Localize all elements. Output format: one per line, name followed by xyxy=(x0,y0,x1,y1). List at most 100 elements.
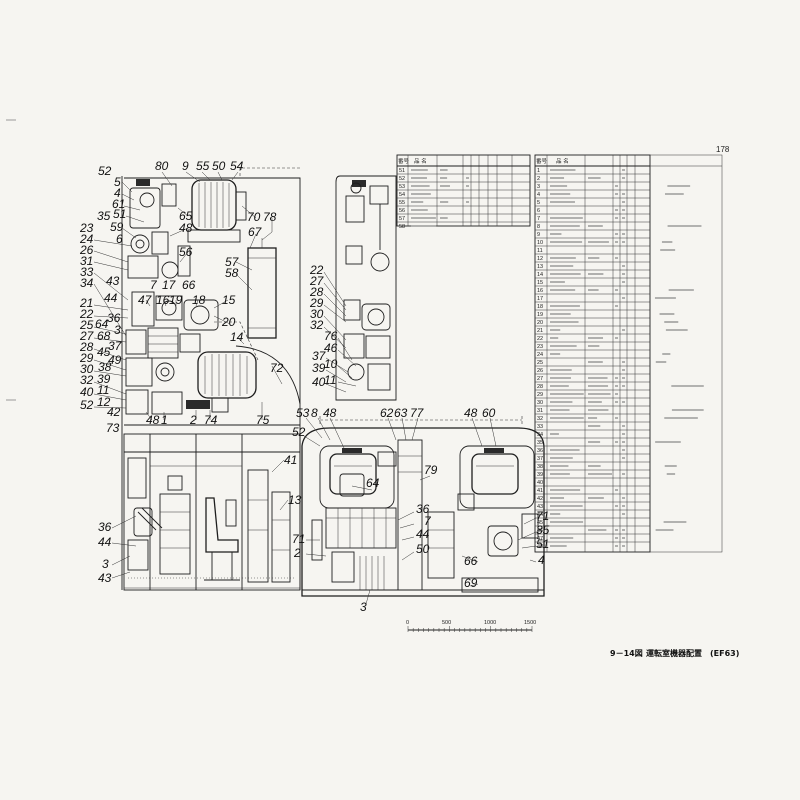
callout-label: 57 xyxy=(225,255,240,269)
callout-label: 78 xyxy=(263,210,277,224)
callout-label: 20 xyxy=(221,315,236,329)
callout-label: 62 xyxy=(380,406,394,420)
table-row-number: 21 xyxy=(537,328,543,334)
callout-label: 48 xyxy=(179,221,193,235)
table-row-number: 43 xyxy=(537,504,543,510)
callout-label: 66 xyxy=(464,554,478,568)
page-number: 178 xyxy=(716,145,730,154)
callout-label: 64 xyxy=(366,476,380,490)
callout-label: 51 xyxy=(536,537,549,551)
table-row-number: 54 xyxy=(399,192,405,198)
callout-label: 41 xyxy=(284,453,297,467)
callout-label: 32 xyxy=(80,373,94,387)
callout-label: 21 xyxy=(79,296,93,310)
table-row-number: 7 xyxy=(537,216,540,222)
callout-label: 44 xyxy=(98,535,112,549)
callout-label: 27 xyxy=(79,329,95,343)
table-row-number: 31 xyxy=(537,408,543,414)
callout-label: 17 xyxy=(162,278,177,292)
table-row-number: 27 xyxy=(537,376,543,382)
callout-label: 79 xyxy=(424,463,438,477)
callout-label: 48 xyxy=(146,413,160,427)
callout-label: 2 xyxy=(293,546,301,560)
callout-label: 44 xyxy=(416,527,430,541)
table-row-number: 22 xyxy=(537,336,543,342)
table-row-number: 5 xyxy=(537,200,540,206)
figure-caption: 9－14図 運転室機器配置 (EF63) xyxy=(610,648,739,658)
callout-label: 36 xyxy=(416,502,430,516)
table-row-number: 35 xyxy=(537,440,543,446)
callout-label: 11 xyxy=(97,383,109,397)
table-right-header-name: 品 名 xyxy=(556,157,569,165)
callout-label: 54 xyxy=(230,159,244,173)
middle-cab-elevation-drawing xyxy=(301,416,545,605)
callout-label: 35 xyxy=(536,523,550,537)
table-row-number: 15 xyxy=(537,280,543,286)
callout-label: 53 xyxy=(296,406,310,420)
callout-label: 48 xyxy=(464,406,478,420)
callout-label: 40 xyxy=(312,375,326,389)
callout-label: 2 xyxy=(189,413,197,427)
callout-label: 9 xyxy=(182,159,189,173)
table-row-number: 40 xyxy=(537,480,543,486)
scale-label-1000: 1000 xyxy=(484,620,496,626)
callout-label: 64 xyxy=(95,317,109,331)
table-row-number: 41 xyxy=(537,488,543,494)
caption-model: (EF63) xyxy=(710,649,739,658)
table-row-number: 3 xyxy=(537,184,540,190)
table-row-number: 23 xyxy=(537,344,543,350)
notes-column xyxy=(649,154,723,553)
callout-label: 26 xyxy=(79,243,94,257)
middle-cab-plan-drawing xyxy=(323,175,397,401)
table-row-number: 30 xyxy=(537,400,543,406)
table-row-number: 51 xyxy=(399,168,405,174)
table-row-number: 42 xyxy=(537,496,543,502)
callout-label: 19 xyxy=(169,293,183,307)
table-row-number: 29 xyxy=(537,392,543,398)
callout-label: 75 xyxy=(256,413,270,427)
table-row-number: 25 xyxy=(537,360,543,366)
callout-label: 16 xyxy=(156,293,170,307)
parts-table-right: 番号 品 名 123456789101112131415161718192021… xyxy=(534,154,651,553)
table-row-number: 44 xyxy=(537,512,543,518)
callout-label: 15 xyxy=(222,293,236,307)
callout-label: 13 xyxy=(288,493,302,507)
table-row-number: 56 xyxy=(399,208,405,214)
callout-label: 73 xyxy=(106,421,120,435)
callout-label: 7 xyxy=(150,278,158,292)
table-row-number: 53 xyxy=(399,184,405,190)
callout-label: 22 xyxy=(79,307,94,321)
callout-label: 43 xyxy=(98,571,112,585)
table-row-number: 24 xyxy=(537,352,543,358)
scale-bar: 0 500 1000 1500 xyxy=(406,620,536,632)
callout-label: 27 xyxy=(309,274,325,288)
caption-figure-number: 9－14図 xyxy=(610,649,643,658)
table-top-header-number: 番号 xyxy=(398,158,410,165)
callout-label: 37 xyxy=(312,349,327,363)
callout-label: 47 xyxy=(138,293,153,307)
table-row-number: 36 xyxy=(537,448,543,454)
callout-label: 71 xyxy=(292,532,305,546)
callout-label: 48 xyxy=(323,406,337,420)
callout-label: 24 xyxy=(79,232,94,246)
callout-label: 52 xyxy=(98,164,112,178)
callout-label: 36 xyxy=(107,311,121,325)
callout-label: 3 xyxy=(102,557,109,571)
callout-label: 23 xyxy=(79,221,94,235)
table-row-number: 58 xyxy=(399,224,405,230)
callout-label: 25 xyxy=(79,318,94,332)
callout-label: 29 xyxy=(309,296,324,310)
callout-label: 28 xyxy=(79,340,94,354)
callout-label: 30 xyxy=(80,362,94,376)
callout-label: 46 xyxy=(324,341,338,355)
table-row-number: 1 xyxy=(537,168,540,174)
table-row-number: 39 xyxy=(537,472,543,478)
callout-label: 3 xyxy=(360,600,367,614)
callout-label: 69 xyxy=(464,576,478,590)
table-row-number: 12 xyxy=(537,256,543,262)
callout-label: 76 xyxy=(324,329,338,343)
callout-label: 74 xyxy=(204,413,218,427)
table-row-number: 26 xyxy=(537,368,543,374)
